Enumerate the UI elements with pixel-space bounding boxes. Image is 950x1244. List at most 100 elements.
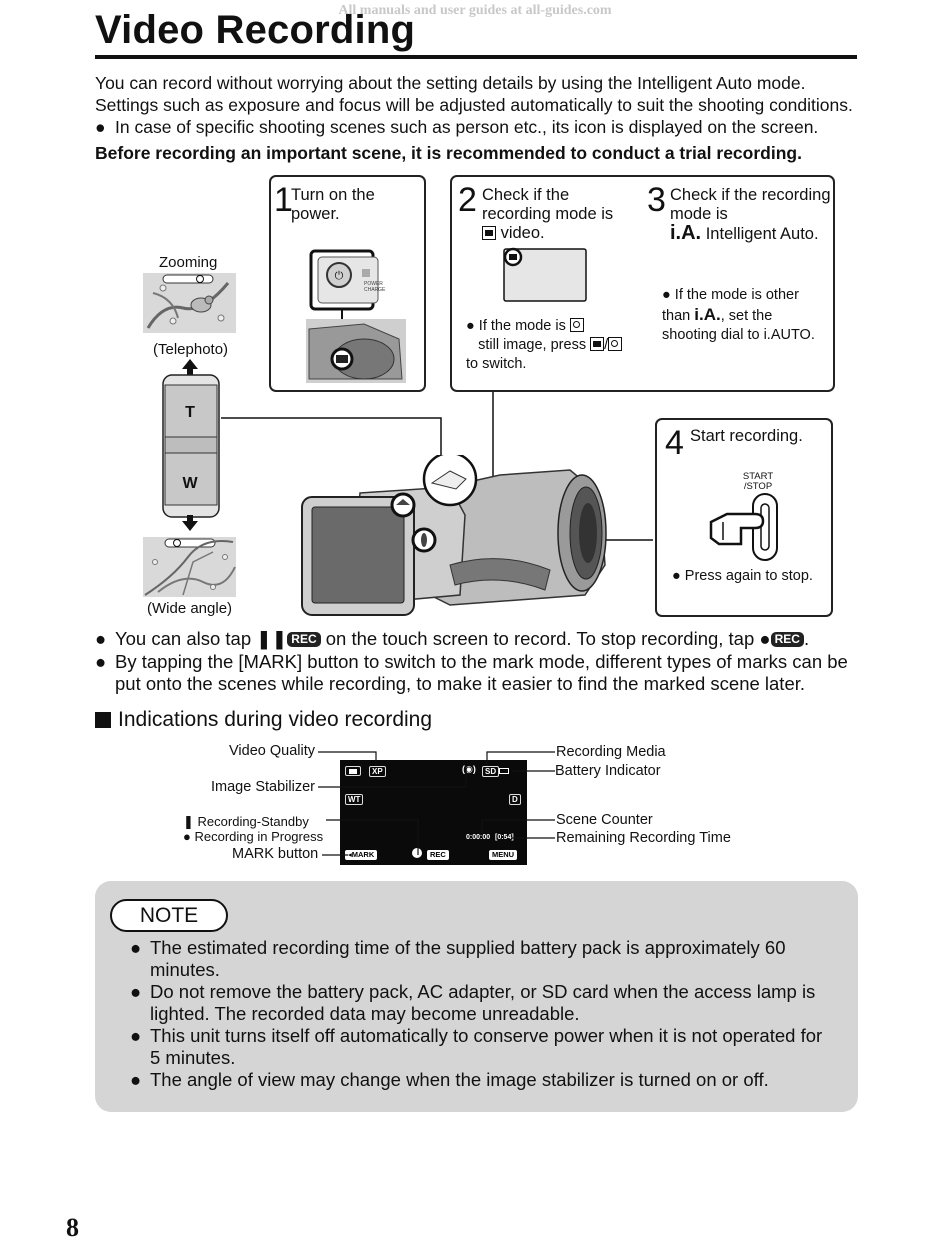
recording-in-progress-label: ● Recording in Progress <box>183 829 324 844</box>
rec-touch-button[interactable]: REC <box>287 632 321 647</box>
video-quality-indicator: XP <box>369 766 386 777</box>
note-item: ●The angle of view may change when the i… <box>130 1069 769 1090</box>
step-4-number: 4 <box>665 424 684 462</box>
step-3-note-a: If the mode is other than <box>662 287 799 324</box>
video-quality-label: Video Quality <box>229 743 315 759</box>
heading-square-icon <box>95 712 111 728</box>
indications-heading: Indications during video recording <box>95 708 432 732</box>
menu-button[interactable]: MENU <box>489 850 518 860</box>
wide-angle-preview-image <box>143 537 236 597</box>
step-1-box: 1 Turn on the power. ⏻ POWER CHARGE <box>269 175 426 392</box>
note-panel: NOTE ●The estimated recording time of th… <box>95 881 858 1112</box>
lcd-mode-illustration <box>503 247 587 302</box>
lcd-screen-diagram: XP (◉) SD WT D 0:00:00 [0:54] ◂MARK REC … <box>340 760 527 865</box>
step-3-text-a: Check if the recording mode is <box>670 186 831 223</box>
note-item: ●Do not remove the battery pack, AC adap… <box>130 981 816 1024</box>
telephoto-label: (Telephoto) <box>153 341 229 358</box>
step-1-text: Turn on the power. <box>291 186 375 223</box>
image-stabilizer-label: Image Stabilizer <box>211 779 315 795</box>
bullet-icon: ● <box>130 1069 142 1090</box>
zoom-lever-icon[interactable]: T W <box>155 357 225 533</box>
step-2-number: 2 <box>458 181 477 219</box>
note-item: ●The estimated recording time of the sup… <box>130 937 786 980</box>
step-2-text-a: Check if the recording mode is <box>482 186 614 223</box>
intro-paragraph: You can record without worrying about th… <box>95 73 853 115</box>
scene-counter-label: Scene Counter <box>556 812 653 828</box>
touch-record-text-b: on the touch screen to record. To stop r… <box>325 628 755 649</box>
touch-record-tip: ● You can also tap ❚❚REC on the touch sc… <box>95 628 810 649</box>
start-stop-button-icon[interactable] <box>709 492 789 564</box>
watermark: All manuals and user guides at all-guide… <box>338 3 612 18</box>
power-button-illustration: ⏻ POWER CHARGE <box>306 249 406 383</box>
intelligent-auto-icon-small: i.A. <box>694 305 721 324</box>
step-4-note-text: Press again to stop. <box>684 568 813 584</box>
video-mode-button-icon[interactable] <box>590 337 605 351</box>
recording-media-label: Recording Media <box>556 744 666 760</box>
camcorder-illustration <box>301 455 607 616</box>
step-3-text-b: Intelligent Auto. <box>705 225 819 243</box>
note-item: ●This unit turns itself off automaticall… <box>130 1025 823 1068</box>
step-3-number: 3 <box>647 181 666 219</box>
step-4-text: Start recording. <box>690 427 803 445</box>
step-2-3-box: 2 Check if the recording mode is video. … <box>450 175 835 392</box>
bullet-icon: ● <box>130 937 142 958</box>
intro: You can record without worrying about th… <box>95 72 860 164</box>
indication-leader-lines <box>318 751 555 856</box>
bullet-icon: ● <box>130 1025 142 1046</box>
intelligent-auto-icon: i.A. <box>670 222 702 244</box>
remaining-time-label: Remaining Recording Time <box>556 830 731 846</box>
wt-indicator: WT <box>345 794 364 805</box>
svg-text:CHARGE: CHARGE <box>364 287 386 293</box>
still-mode-button-icon[interactable] <box>608 337 623 351</box>
rec-stop-button[interactable]: REC <box>770 632 804 647</box>
bullet-icon: ● <box>95 628 107 649</box>
battery-icon <box>499 768 509 774</box>
telephoto-preview-image <box>143 273 236 333</box>
recording-tips: ● You can also tap ❚❚REC on the touch sc… <box>95 628 865 696</box>
mark-button[interactable]: ◂MARK <box>345 850 378 860</box>
bullet-icon: ● <box>130 981 142 1002</box>
note-list: ●The estimated recording time of the sup… <box>130 937 830 1091</box>
svg-text:⏻: ⏻ <box>335 269 344 282</box>
intro-bullet: ● In case of specific shooting scenes su… <box>95 116 860 138</box>
svg-text:POWER: POWER <box>364 281 383 287</box>
step-3-text: Check if the recording mode is i.A. Inte… <box>670 186 835 244</box>
step-2-note: ● If the mode is still image, press / to… <box>466 317 631 374</box>
zoom-w-label: W <box>182 475 198 492</box>
start-stop-label: START /STOP <box>742 471 774 492</box>
d-indicator: D <box>509 794 521 805</box>
touch-record-text-a: You can also tap <box>115 628 252 649</box>
step-2-text: Check if the recording mode is video. <box>482 186 632 243</box>
recording-standby-label: ❚ Recording-Standby <box>183 814 309 829</box>
recording-dot-icon: ● <box>759 628 771 649</box>
step-4-note: ● Press again to stop. <box>672 568 813 584</box>
mark-button-label: MARK button <box>232 846 319 862</box>
pause-icon: ❚❚ <box>256 628 288 649</box>
video-mode-icon <box>482 226 496 240</box>
zooming-label: Zooming <box>159 254 218 271</box>
intro-bullet-text: In case of specific shooting scenes such… <box>115 117 819 137</box>
zoom-t-label: T <box>185 404 195 421</box>
note-title: NOTE <box>110 899 228 932</box>
recording-status-icon <box>412 848 422 858</box>
remaining-time-value: [0:54] <box>495 834 514 841</box>
trial-recording-advice: Before recording an important scene, it … <box>95 143 802 163</box>
step-3-note-b: , set the shooting dial to i.AUTO. <box>662 308 815 343</box>
still-mode-icon <box>569 318 584 332</box>
video-mode-indicator-icon <box>345 766 361 776</box>
step-3-note: ● If the mode is other than i.A., set th… <box>662 287 815 343</box>
indications-heading-text: Indications during video recording <box>118 708 433 731</box>
mark-mode-tip: ● By tapping the [MARK] button to switch… <box>95 651 865 695</box>
step-2-note-c: to switch. <box>466 356 527 372</box>
step-1-number: 1 <box>274 181 293 219</box>
step-2-note-a: If the mode is <box>478 318 566 334</box>
bullet-icon: ● <box>95 651 107 672</box>
step-4-box: 4 Start recording. START /STOP ● Press a… <box>655 418 833 617</box>
pause-icon: ❚ <box>183 814 194 829</box>
rec-button[interactable]: REC <box>427 850 449 860</box>
title-rule <box>95 55 857 59</box>
scene-counter-value: 0:00:00 <box>466 834 491 841</box>
step-2-text-b: video. <box>500 224 545 242</box>
page-number: 8 <box>66 1213 79 1242</box>
recording-media-indicator: SD <box>482 766 500 777</box>
